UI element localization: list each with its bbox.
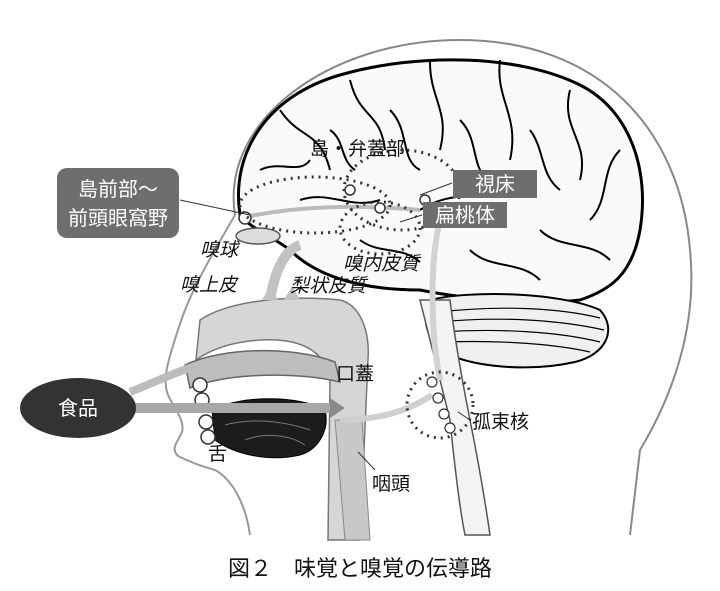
insula-operculum-label: 島・弁蓋部 (310, 138, 405, 160)
insula-prefrontal-box (57, 168, 179, 238)
arrow-head-up (262, 286, 278, 300)
insula-orbitofrontal-region (238, 175, 392, 235)
tooth-circle (192, 377, 208, 393)
tooth-circle (198, 414, 214, 430)
solitary-nucleus-label: 孤束核 (472, 411, 529, 433)
nucleus-dot (444, 422, 456, 434)
leader-thalamus (419, 182, 453, 196)
amygdala-label: 扁桃体 (435, 203, 495, 227)
insula-prefrontal-label-line1: 島前部〜 (78, 177, 158, 201)
food-label: 食品 (58, 396, 98, 420)
leader-solitary (457, 411, 471, 421)
food-oval (20, 378, 136, 438)
olfactory-bulb-label: 嗅球 (200, 239, 241, 261)
entorhinal-cortex-label: 嗅内皮質 (343, 253, 422, 275)
olfactory-bulb-shape (235, 227, 281, 245)
tongue-nerve-lines (224, 420, 311, 446)
head-outline (232, 38, 693, 536)
brain-outline (237, 58, 644, 304)
food-aroma-arrow (128, 361, 202, 396)
structure-circle (374, 202, 386, 214)
insula-prefrontal-label-line2: 前頭眼窩野 (68, 206, 168, 230)
solitary-to-thalamus-path (429, 219, 443, 381)
olfactory-epithelium-label: 嗅上皮 (180, 274, 239, 296)
solitary-nucleus-region (405, 370, 475, 440)
structure-circle (344, 184, 356, 196)
leader-insula-prefrontal (179, 199, 251, 216)
piriform-cortex-label: 梨状皮質 (290, 275, 369, 297)
cerebellum-folia (437, 307, 605, 353)
entorhinal-region (338, 200, 422, 256)
tooth-circle (200, 429, 216, 445)
amygdala-box (423, 202, 507, 228)
arrow-head-up (284, 286, 300, 300)
figure-caption: 図２ 味覚と嗅覚の伝導路 (228, 557, 492, 582)
tongue-shape (211, 398, 327, 459)
nucleus-dot (426, 376, 438, 388)
arrow-head-right (330, 398, 345, 418)
face-profile (164, 214, 251, 536)
palate-label: 口蓋 (336, 363, 374, 385)
tongue-label: 舌 (208, 443, 227, 465)
pharynx-label: 咽頭 (372, 473, 410, 495)
palate-shape (184, 349, 342, 390)
thalamus-box (453, 170, 537, 198)
nucleus-dot (432, 392, 444, 404)
olfactory-tract (239, 204, 421, 220)
nucleus-dot (438, 408, 450, 420)
leader-amygdala (399, 214, 423, 223)
leader-pharynx (357, 451, 376, 471)
taste-nerve-path (339, 392, 434, 423)
thalamus-label: 視床 (475, 172, 515, 196)
